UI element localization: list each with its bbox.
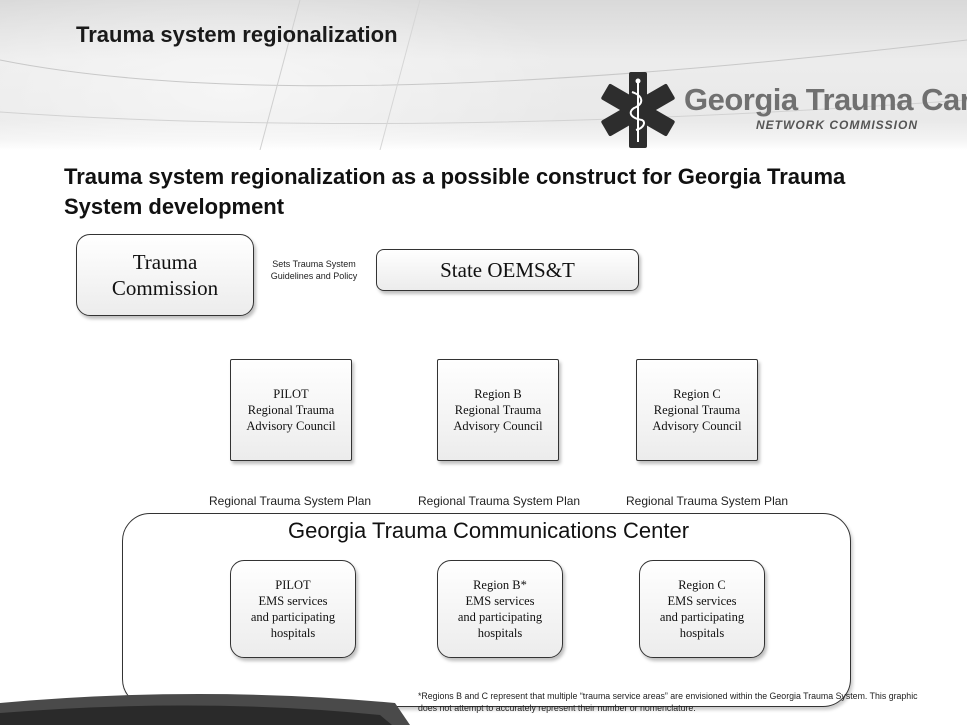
footnote: *Regions B and C represent that multiple… [418, 691, 918, 713]
plan-label-region-c: Regional Trauma System Plan [626, 494, 789, 508]
ems-box-region-c: Region C EMS services and participating … [639, 560, 765, 658]
trauma-commission-box: Trauma Commission [76, 234, 254, 316]
state-oems-box: State OEMS&T [376, 249, 639, 291]
ems-box-region-b: Region B* EMS services and participating… [437, 560, 563, 658]
logo-brand-text: Georgia Trauma Care [684, 82, 967, 117]
logo-subtitle-text: NETWORK COMMISSION [756, 118, 918, 132]
slide-title: Trauma system regionalization [76, 22, 398, 47]
ems-box-pilot: PILOT EMS services and participating hos… [230, 560, 356, 658]
council-box-region-c: Region C Regional Trauma Advisory Counci… [636, 359, 758, 461]
gtcc-title: Georgia Trauma Communications Center [287, 518, 690, 543]
plan-label-pilot: Regional Trauma System Plan [209, 494, 372, 508]
slide-heading: Trauma system regionalization as a possi… [64, 164, 846, 219]
council-box-pilot: PILOT Regional Trauma Advisory Council [230, 359, 352, 461]
plan-label-region-b: Regional Trauma System Plan [418, 494, 581, 508]
council-box-region-b: Region B Regional Trauma Advisory Counci… [437, 359, 559, 461]
star-of-life-icon [601, 72, 675, 148]
header-band [0, 0, 967, 150]
bottom-decoration [0, 694, 410, 725]
organization-logo: Georgia Trauma Care NETWORK COMMISSION [596, 68, 967, 152]
relation-label: Sets Trauma System Guidelines and Policy [270, 259, 358, 281]
header-decoration [0, 0, 967, 150]
